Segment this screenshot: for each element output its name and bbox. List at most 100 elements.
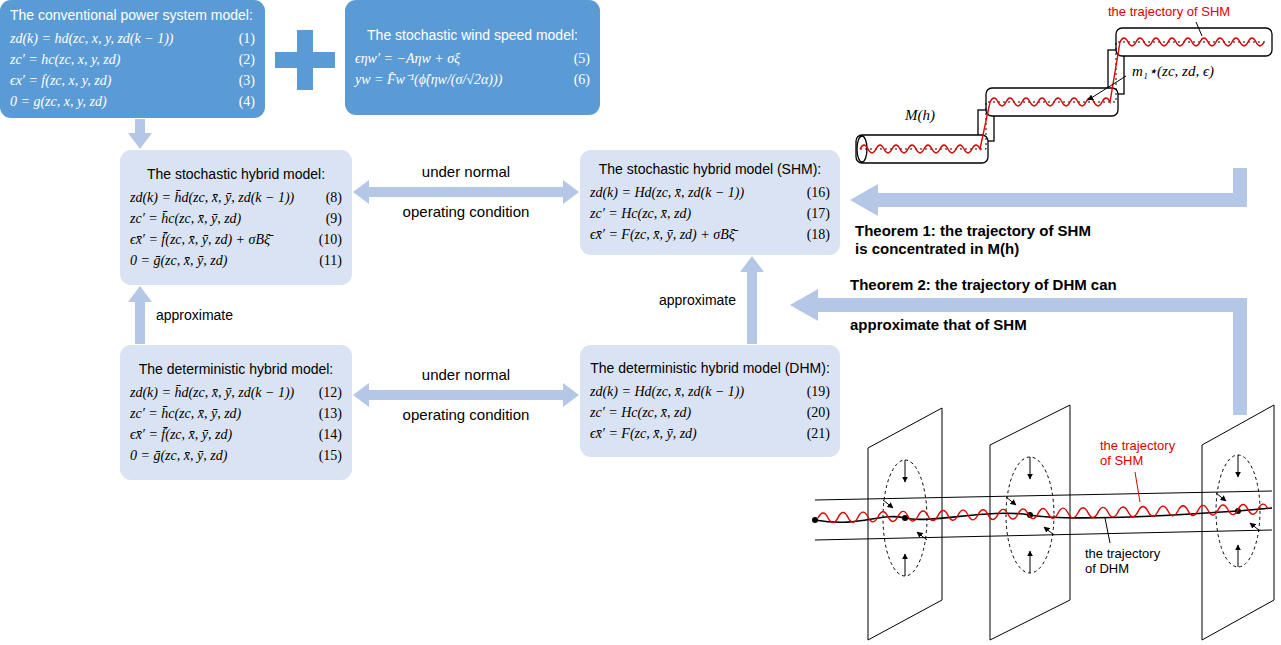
equation: ϵx̄′ = f̄(zc, x̄, ȳ, zd) — [130, 424, 232, 445]
equation: ϵx̄′ = F(zc, x̄, ȳ, zd) — [590, 423, 697, 444]
model-box: The stochastic hybrid model: zd(k) = h̄d(… — [120, 150, 352, 285]
leader-line — [1105, 518, 1110, 543]
leader-arrow — [1088, 76, 1126, 100]
leader-line — [1196, 22, 1202, 36]
trajectory-label: the trajectory of DHM — [1085, 546, 1167, 576]
equation-row: 0 = ḡ(zc, x̄, ȳ, zd) (15) — [130, 445, 342, 466]
stochastic-trajectory — [860, 38, 1264, 153]
equation: zc′ = Hc(zc, x̄, zd) — [590, 203, 691, 224]
equation-row: zd(k) = Hd(zc, x̄, zd(k − 1)) (19) — [590, 381, 830, 402]
manifold-tube — [856, 28, 1272, 163]
equation: ϵx′ = f(zc, x, y, zd) — [10, 70, 111, 91]
equation: 0 = g(zc, x, y, zd) — [10, 91, 107, 112]
equation-number: (17) — [807, 203, 830, 224]
equation-number: (20) — [807, 402, 830, 423]
equation-row: ϵηw′ = −Aηw + σξ (5) — [355, 48, 590, 69]
equation: 0 = ḡ(zc, x̄, ȳ, zd) — [130, 445, 227, 466]
equation: zc′ = h̄c(zc, x̄, ȳ, zd) — [130, 403, 241, 424]
equation: zc′ = hc(zc, x, y, zd) — [10, 49, 120, 70]
tube-boundary — [815, 491, 1272, 540]
box-heading: The deterministic hybrid model (DHM): — [590, 359, 830, 378]
equation-number: (9) — [326, 208, 342, 229]
trajectory-label: the trajectory of SHM — [1108, 4, 1230, 19]
trajectory-label: the trajectory of SHM — [1100, 438, 1182, 468]
manifold-label: m₁⋆(zc, zd, ϵ) — [1132, 62, 1214, 80]
equation: zd(k) = h̄d(zc, x̄, ȳ, zd(k − 1)) — [130, 382, 294, 403]
theorem-arrow — [790, 289, 1247, 415]
theorem-text: Theorem 2: the trajectory of DHM can app… — [850, 265, 1150, 345]
stochastic-trajectory — [818, 504, 1268, 523]
box-heading: The conventional power system model: — [10, 6, 255, 25]
equation-number: (6) — [574, 69, 590, 90]
block-arrow — [128, 119, 152, 149]
equation: zd(k) = Hd(zc, x̄, zd(k − 1)) — [590, 381, 744, 402]
equation-row: ϵx̄′ = f̄(zc, x̄, ȳ, zd) (14) — [130, 424, 342, 445]
edge-label: under normal operating condition — [394, 355, 539, 435]
equation: yw = F̂w⁻¹(ϕ̂(ηw/(σ/√2α))) — [355, 69, 502, 90]
equation-number: (2) — [239, 49, 255, 70]
equation: 0 = ḡ(zc, x̄, ȳ, zd) — [130, 250, 227, 271]
equation-number: (8) — [326, 187, 342, 208]
equation-row: 0 = ḡ(zc, x̄, ȳ, zd) (11) — [130, 250, 342, 271]
equation-row: zc′ = Hc(zc, x̄, zd) (17) — [590, 203, 830, 224]
equation-row: zc′ = h̄c(zc, x̄, ȳ, zd) (13) — [130, 403, 342, 424]
equation-number: (4) — [239, 91, 255, 112]
model-box: The deterministic hybrid model (DHM): zd(… — [580, 345, 840, 457]
leader-line — [1135, 472, 1140, 502]
equation: ϵx̄′ = f̄(zc, x̄, ȳ, zd) + σBξ̄ — [130, 229, 270, 250]
equation-number: (3) — [239, 70, 255, 91]
box-heading: The deterministic hybrid model: — [130, 360, 342, 379]
cross-section-plane — [868, 405, 1274, 640]
equation-row: zc′ = hc(zc, x, y, zd) (2) — [10, 49, 255, 70]
equation-row: ϵx̄′ = f̄(zc, x̄, ȳ, zd) + σBξ̄ (10) — [130, 229, 342, 250]
equation-row: 0 = g(zc, x, y, zd) (4) — [10, 91, 255, 112]
equation: ϵx̄′ = F(zc, x̄, ȳ, zd) + σBξ̄ — [590, 224, 735, 245]
theorem-arrow — [850, 168, 1247, 216]
block-arrow — [740, 256, 764, 344]
equation-number: (18) — [807, 224, 830, 245]
equation: ϵηw′ = −Aηw + σξ — [355, 48, 460, 69]
equation-row: ϵx̄′ = F(zc, x̄, ȳ, zd) + σBξ̄ (18) — [590, 224, 830, 245]
edge-label: approximate — [156, 306, 233, 324]
equation: zd(k) = Hd(zc, x̄, zd(k − 1)) — [590, 182, 744, 203]
equation-number: (14) — [319, 424, 342, 445]
edge-label: under normal operating condition — [394, 152, 539, 232]
theorem-text: Theorem 1: the trajectory of SHM is conc… — [855, 222, 1100, 258]
box-heading: The stochastic wind speed model: — [355, 26, 590, 45]
equation-number: (19) — [807, 381, 830, 402]
equation-row: zd(k) = h̄d(zc, x̄, ȳ, zd(k − 1))(8) — [130, 187, 342, 208]
edge-label: approximate — [659, 291, 736, 309]
plus-sign — [275, 30, 335, 90]
equation-row: zd(k) = Hd(zc, x̄, zd(k − 1)) (16) — [590, 182, 830, 203]
equation-number: (12) — [319, 382, 342, 403]
equation-number: (10) — [319, 229, 342, 250]
manifold-label: M(h) — [905, 106, 935, 124]
model-box: The deterministic hybrid model: zd(k) = h… — [120, 345, 352, 480]
equation: zc′ = Hc(zc, x̄, zd) — [590, 402, 691, 423]
model-box: The conventional power system model: zd(k… — [0, 0, 265, 118]
equation-row: zd(k) = hd(zc, x, y, zd(k − 1)) (1) — [10, 28, 255, 49]
model-box: The stochastic wind speed model: ϵηw′ = −… — [345, 0, 600, 115]
equation-row: yw = F̂w⁻¹(ϕ̂(ηw/(σ/√2α))) (6) — [355, 69, 590, 90]
equation-number: (15) — [319, 445, 342, 466]
equation-row: zc′ = Hc(zc, x̄, zd) (20) — [590, 402, 830, 423]
attraction-region — [883, 455, 1260, 576]
slow-manifold-line — [860, 42, 1268, 149]
model-box: The stochastic hybrid model (SHM): zd(k) … — [580, 150, 840, 255]
equation-row: ϵx̄′ = F(zc, x̄, ȳ, zd) (21) — [590, 423, 830, 444]
equation: zd(k) = hd(zc, x, y, zd(k − 1)) — [10, 28, 174, 49]
equation-number: (11) — [319, 250, 342, 271]
equation-number: (21) — [807, 423, 830, 444]
equation-number: (1) — [239, 28, 255, 49]
equation-row: ϵx′ = f(zc, x, y, zd) (3) — [10, 70, 255, 91]
box-heading: The stochastic hybrid model (SHM): — [590, 160, 830, 179]
equation-number: (5) — [574, 48, 590, 69]
block-arrow — [128, 286, 152, 344]
deterministic-trajectory — [815, 508, 1272, 522]
attraction-arrows — [883, 455, 1260, 576]
equation-number: (13) — [319, 403, 342, 424]
box-heading: The stochastic hybrid model: — [130, 165, 342, 184]
equation-row: zd(k) = h̄d(zc, x̄, ȳ, zd(k − 1)) (12) — [130, 382, 342, 403]
equation-number: (16) — [807, 182, 830, 203]
